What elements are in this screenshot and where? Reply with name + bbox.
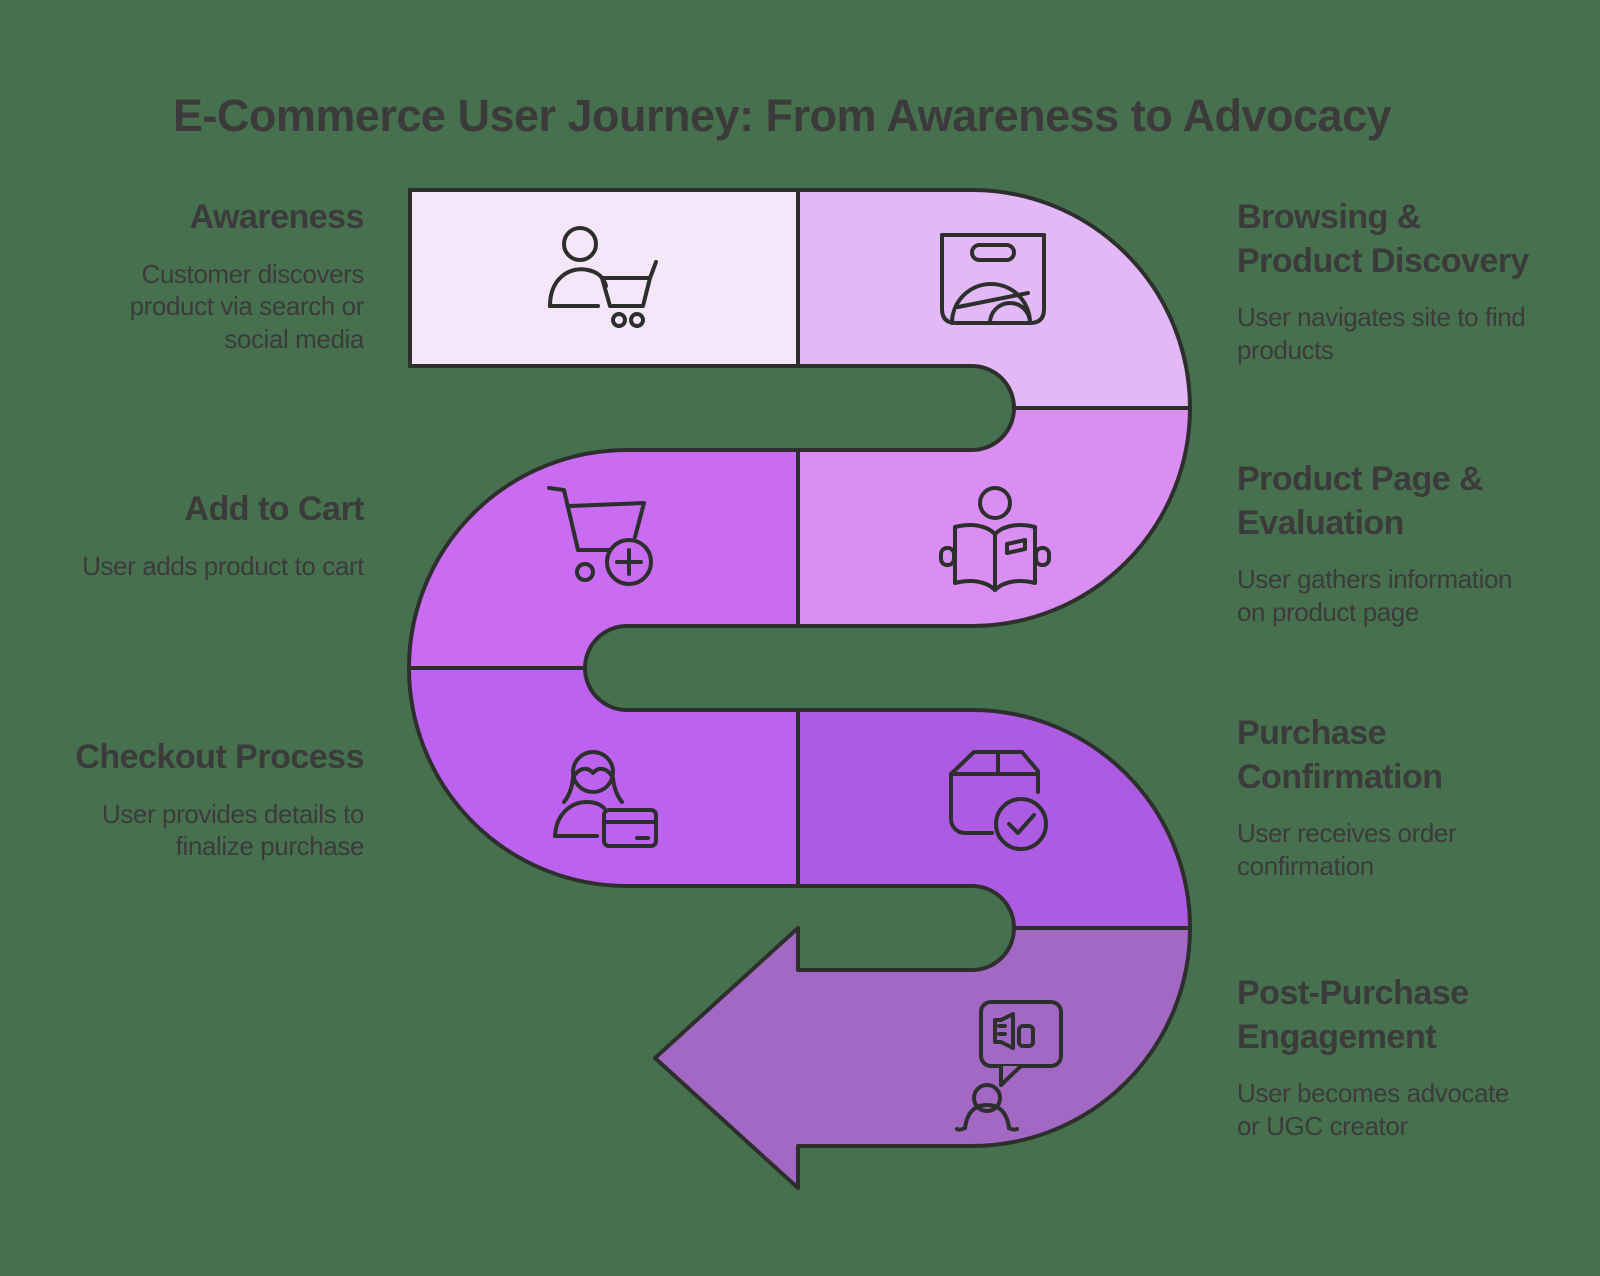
person-credit-card-icon: [553, 750, 658, 848]
label-checkout: Checkout Process User provides details t…: [28, 736, 364, 863]
step-title: Post-Purchase Engagement: [1237, 974, 1469, 1056]
step-description: User receives order confirmation: [1237, 818, 1457, 881]
label-post-purchase: Post-Purchase Engagement User becomes ad…: [1237, 972, 1600, 1143]
label-add-to-cart: Add to Cart User adds product to cart: [28, 488, 364, 582]
step-title: Add to Cart: [184, 490, 364, 528]
step-description: User adds product to cart: [82, 550, 364, 581]
cart-plus-icon: [547, 486, 653, 586]
step-title: Browsing & Product Discovery: [1237, 198, 1529, 280]
segment-add-to-cart: [407, 448, 800, 670]
step-title: Awareness: [189, 198, 365, 236]
segment-post-purchase-arrow: [653, 926, 1192, 1190]
label-purchase-confirmation: Purchase Confirmation User receives orde…: [1237, 712, 1600, 883]
reading-person-icon: [939, 486, 1051, 592]
step-description: User becomes advocate or UGC creator: [1237, 1078, 1509, 1141]
person-with-cart-icon: [548, 226, 658, 328]
step-title: Purchase Confirmation: [1237, 714, 1443, 796]
package-check-icon: [949, 750, 1048, 851]
step-title: Product Page & Evaluation: [1237, 460, 1484, 542]
step-description: Customer discovers product via search or…: [129, 258, 365, 355]
step-description: User navigates site to find products: [1237, 302, 1526, 365]
segment-checkout: [407, 666, 800, 888]
step-description: User gathers information on product page: [1237, 564, 1513, 627]
label-browsing: Browsing & Product Discovery User naviga…: [1237, 196, 1600, 367]
review-speech-bubble-icon: [955, 1000, 1063, 1132]
page-title: E-Commerce User Journey: From Awareness …: [172, 90, 1392, 141]
label-awareness: Awareness Customer discovers product via…: [28, 196, 365, 356]
step-description: User provides details to finalize purcha…: [101, 798, 364, 862]
segment-purchase-confirmation: [796, 708, 1192, 930]
step-title: Checkout Process: [75, 738, 364, 776]
label-product-page: Product Page & Evaluation User gathers i…: [1237, 458, 1600, 629]
shopping-bag-icon: [940, 233, 1046, 325]
